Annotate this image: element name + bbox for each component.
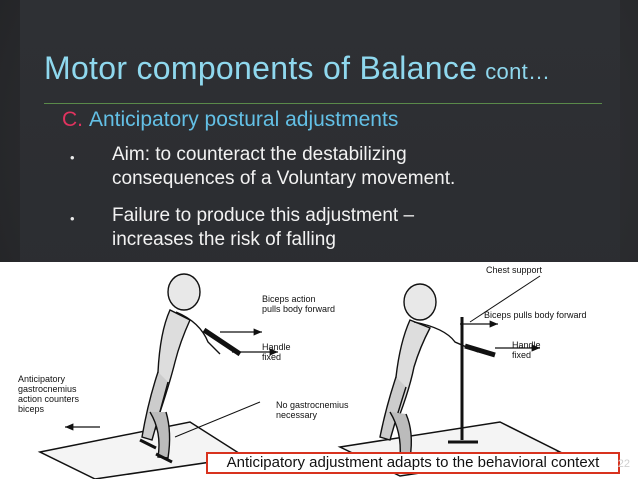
label-anticipatory: Anticipatory gastrocnemius action counte…	[18, 374, 79, 414]
label-line: Handle	[262, 342, 291, 352]
label-line: gastrocnemius	[18, 384, 77, 394]
page-number: 22	[617, 458, 630, 470]
label-chest-support: Chest support	[486, 265, 543, 275]
label-handle-right: Handle fixed	[512, 340, 541, 360]
section-title: Anticipatory postural adjustments	[89, 108, 399, 131]
bullet-item: Aim: to counteract the destabilizing con…	[112, 143, 455, 191]
label-biceps-action: Biceps action pulls body forward	[262, 294, 335, 314]
title-text: Motor components of Balance	[44, 50, 478, 86]
figure-caption: Anticipatory adjustment adapts to the be…	[206, 452, 620, 474]
label-line: fixed	[512, 350, 532, 360]
bullet-line: consequences of a Voluntary movement.	[112, 168, 456, 189]
left-person	[139, 273, 221, 464]
label-no-gastrocnemius: No gastrocnemius necessary	[276, 400, 349, 420]
label-line: Anticipatory	[18, 374, 66, 384]
bullet-icon: •	[70, 211, 75, 226]
label-line: fixed	[262, 352, 282, 362]
label-handle-left: Handle fixed	[262, 342, 291, 362]
label-line: Handle	[512, 340, 541, 350]
label-line: Biceps action	[262, 294, 316, 304]
bullet-line: increases the risk of falling	[112, 229, 336, 250]
title-underline	[44, 103, 602, 104]
label-line: action counters	[18, 394, 80, 404]
label-biceps-pulls: Biceps pulls body forward	[484, 310, 587, 320]
bullet-line: Failure to produce this adjustment –	[112, 205, 415, 226]
right-handle	[464, 343, 496, 358]
left-handle	[202, 327, 242, 357]
label-line: biceps	[18, 404, 45, 414]
title-suffix: cont…	[485, 59, 551, 84]
label-line: necessary	[276, 410, 318, 420]
bullet-item: Failure to produce this adjustment – inc…	[112, 204, 414, 252]
balance-figure: Biceps action pulls body forward Handle …	[0, 262, 638, 479]
label-line: pulls body forward	[262, 304, 336, 314]
slide-title: Motor components of Balance cont…	[44, 46, 550, 94]
label-line: No gastrocnemius	[276, 400, 349, 410]
right-person	[379, 283, 479, 459]
bullet-line: Aim: to counteract the destabilizing	[112, 144, 407, 165]
section-heading: C. Anticipatory postural adjustments	[62, 108, 398, 132]
section-letter: C.	[62, 108, 83, 131]
bullet-icon: •	[70, 150, 75, 165]
